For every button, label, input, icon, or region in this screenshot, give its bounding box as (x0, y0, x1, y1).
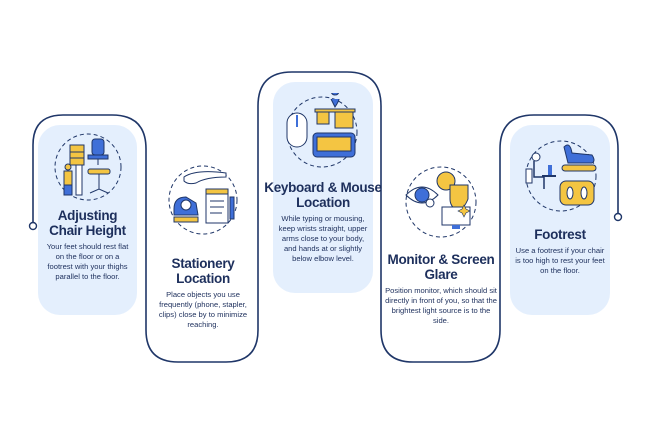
step-title: Footrest (534, 227, 586, 242)
stationery-icon (168, 165, 238, 235)
step-description: Use a footrest if your chair is too high… (515, 246, 605, 275)
step-description: While typing or mousing, keep wrists str… (278, 214, 368, 263)
step-title: Adjusting Chair Height (49, 208, 126, 238)
footrest-icon (525, 140, 597, 212)
keyboard-mouse-icon (286, 93, 358, 168)
end-node-dot (613, 212, 623, 222)
step-description: Place objects you use frequently (phone,… (158, 290, 248, 329)
monitor-glare-icon (405, 166, 477, 238)
step-title: Stationery Location (171, 256, 235, 286)
step-description: Position monitor, which should sit direc… (385, 286, 497, 325)
step-description: Your feet should rest flat on the floor … (46, 242, 129, 281)
step-text-5: Footrest Use a footrest if your chair is… (512, 227, 608, 276)
chair-height-icon (54, 133, 122, 201)
step-title: Monitor & Screen Glare (387, 252, 495, 282)
step-text-4: Monitor & Screen Glare Position monitor,… (384, 252, 498, 326)
start-node-dot (28, 221, 38, 231)
step-text-2: Stationery Location Place objects you us… (150, 256, 256, 330)
step-text-3: Keyboard & Mouse Location While typing o… (263, 180, 383, 264)
step-text-1: Adjusting Chair Height Your feet should … (40, 208, 135, 282)
step-title: Keyboard & Mouse Location (264, 180, 382, 210)
